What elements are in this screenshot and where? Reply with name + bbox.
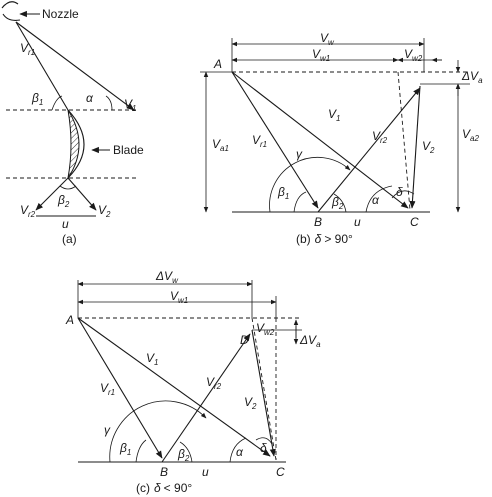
delta-arc-c: [255, 437, 273, 445]
svg-text:Vw: Vw: [320, 31, 335, 47]
svg-text:u: u: [354, 215, 361, 229]
vr2-vector-c: [161, 333, 251, 463]
beta1-arc-c: [135, 439, 147, 463]
svg-text:Vw1: Vw1: [312, 47, 330, 63]
beta2-arc-c: [179, 441, 193, 463]
svg-text:C: C: [276, 465, 285, 479]
nozzle-label: Nozzle: [42, 7, 79, 21]
svg-text:u: u: [202, 465, 209, 479]
svg-text:Vw1: Vw1: [170, 289, 188, 305]
alpha-arc-c: [229, 437, 247, 463]
svg-text:Va1: Va1: [212, 137, 229, 153]
v2-vector-c: [251, 329, 276, 457]
svg-text:u: u: [62, 217, 69, 231]
svg-text:Vr2: Vr2: [372, 129, 388, 145]
vr1-vector-b: [231, 71, 319, 209]
alpha-arc-b: [365, 185, 393, 213]
svg-text:β1: β1: [119, 441, 131, 457]
svg-text:β1: β1: [277, 185, 289, 201]
vr1-vector-c: [77, 317, 163, 459]
beta1-arc-b: [293, 191, 307, 213]
svg-text:ΔVa: ΔVa: [461, 69, 483, 85]
svg-text:Vw2: Vw2: [256, 321, 275, 337]
alpha-arc: [105, 95, 113, 111]
figure-b: A B C Vw Vw1 Vw2 ΔVa Va1 Va2 V1 Vr1 Vr2 …: [200, 31, 483, 246]
gamma-arc-b: [269, 157, 351, 213]
svg-text:ΔVw: ΔVw: [155, 269, 179, 285]
svg-text:β2: β2: [57, 193, 70, 209]
svg-text:V2: V2: [244, 395, 257, 411]
beta1-arc: [51, 95, 63, 111]
svg-text:V1: V1: [328, 107, 340, 123]
v2-line: [67, 177, 97, 211]
svg-text:C: C: [410, 215, 419, 229]
svg-text:Vr1: Vr1: [20, 41, 35, 57]
svg-text:B: B: [160, 465, 168, 479]
svg-text:Vr2: Vr2: [206, 375, 222, 391]
svg-text:γ: γ: [104, 423, 111, 437]
caption-b: (b)δ> 90°: [296, 232, 353, 246]
svg-text:Vr1: Vr1: [252, 133, 267, 149]
v1-line: [15, 21, 135, 111]
gamma-arc-c: [109, 400, 207, 463]
svg-text:Vr2: Vr2: [20, 203, 36, 219]
svg-text:δ: δ: [396, 185, 403, 199]
svg-text:V2: V2: [422, 139, 435, 155]
svg-text:ΔVa: ΔVa: [299, 333, 321, 349]
blade-label: Blade: [113, 143, 144, 157]
svg-text:B: B: [314, 215, 322, 229]
delta-arc-b: [391, 190, 415, 199]
svg-text:V2: V2: [98, 203, 111, 219]
beta2-arc: [59, 185, 77, 190]
blade-shape: [67, 109, 80, 179]
svg-text:V1: V1: [124, 97, 136, 113]
svg-text:Vr1: Vr1: [100, 381, 115, 397]
svg-text:β2: β2: [177, 447, 190, 463]
vr1-line: [15, 21, 69, 111]
svg-text:γ: γ: [296, 147, 303, 161]
caption-a: (a): [62, 232, 77, 246]
figure-a: Nozzle Blade Vr1 β1 α V1 β2 Vr2 V2 u (a): [1, 1, 144, 246]
v1-vector-b: [231, 71, 409, 209]
nozzle-arc: [1, 1, 19, 9]
figure-c: A D B C ΔVw Vw1 Vw2 ΔVa V1 Vr1 Vr2 V2 γ …: [65, 269, 321, 495]
svg-text:A: A: [213, 57, 222, 71]
beta2-arc-b: [333, 193, 347, 213]
svg-text:A: A: [65, 313, 74, 327]
vr2-vector-b: [317, 87, 421, 213]
svg-text:δ: δ: [260, 441, 267, 455]
vr2-line: [35, 177, 69, 211]
svg-text:α: α: [372, 193, 380, 207]
svg-text:β1: β1: [31, 91, 43, 107]
svg-text:α: α: [236, 445, 244, 459]
svg-text:α: α: [86, 91, 94, 105]
v1-vector-c: [77, 317, 271, 457]
svg-text:β2: β2: [331, 195, 344, 211]
svg-text:D: D: [240, 333, 249, 347]
svg-text:Vw2: Vw2: [404, 47, 423, 63]
svg-text:V1: V1: [146, 351, 158, 367]
svg-text:Va2: Va2: [462, 127, 479, 143]
v2-vector-b: [409, 85, 421, 209]
caption-c: (c)δ< 90°: [136, 481, 192, 495]
